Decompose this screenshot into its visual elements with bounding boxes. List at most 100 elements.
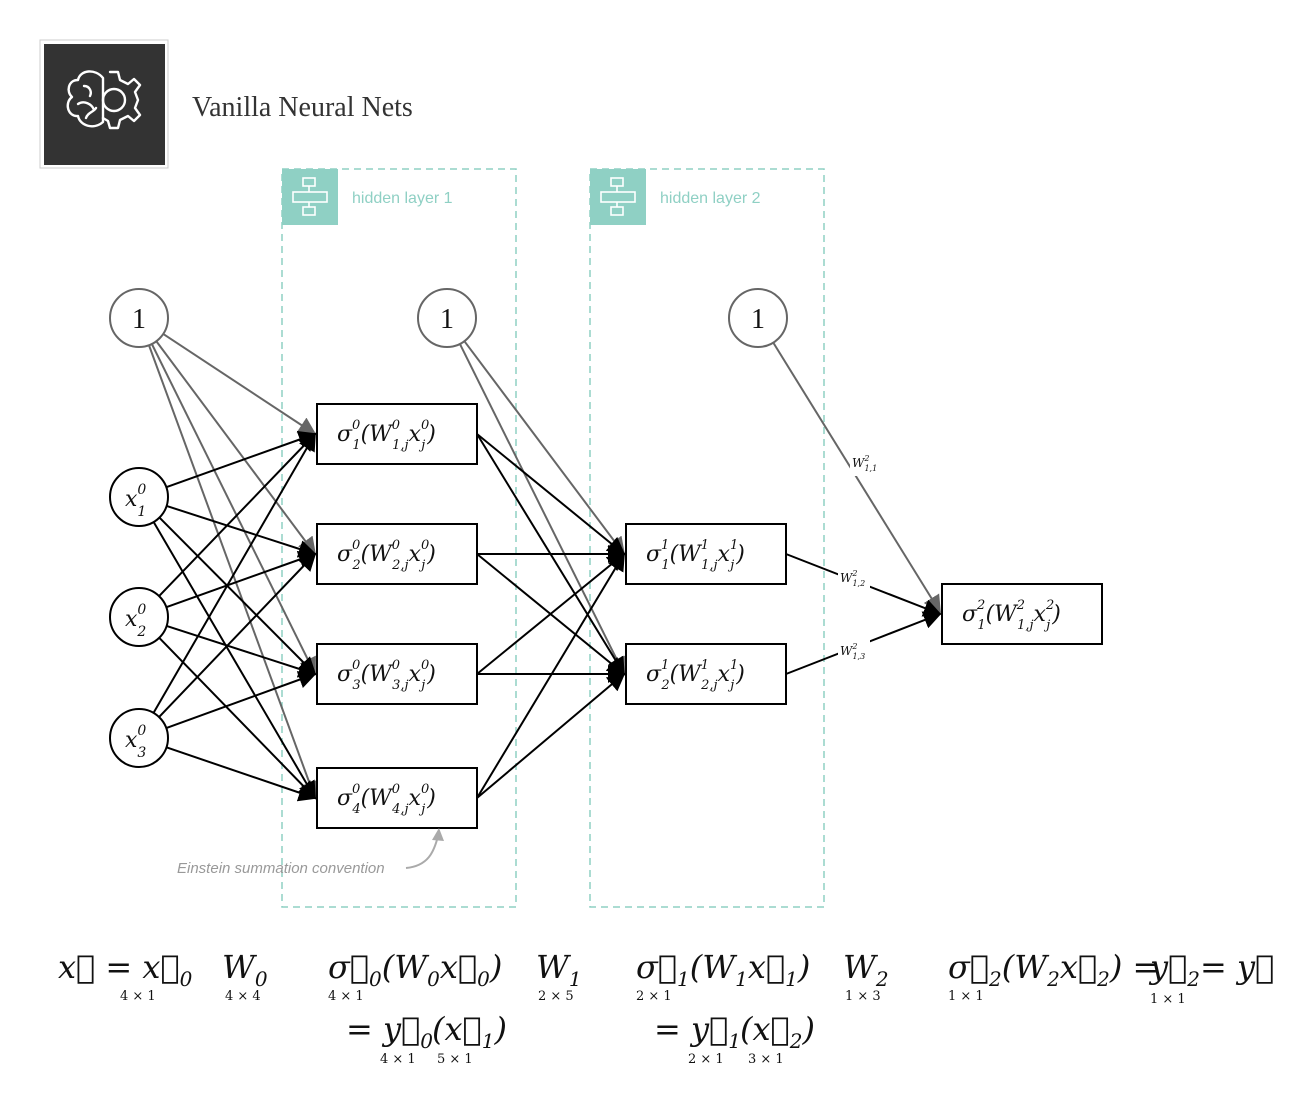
- node-w-sup: 2: [1016, 598, 1025, 613]
- svg-text:= y⃗1: = y⃗1: [654, 1010, 741, 1053]
- eq-s1-arg2-sub: 1: [785, 967, 798, 991]
- page-title: Vanilla Neural Nets: [192, 92, 413, 123]
- node-x: x: [409, 542, 422, 567]
- edge-label-base: W: [840, 571, 854, 585]
- node-sigma-sub: 4: [351, 802, 360, 817]
- logo: [39, 39, 169, 169]
- eq-s2-close: ) =: [1109, 948, 1159, 986]
- annotation-arrow: [405, 835, 439, 869]
- svg-text:(x⃗2): (x⃗2): [740, 1010, 815, 1053]
- node-x-sub: j: [727, 558, 734, 573]
- node-sigma-sup: 1: [661, 658, 669, 673]
- node-x: x: [718, 542, 731, 567]
- svg-text:y⃗2= y⃗: y⃗2= y⃗: [1148, 948, 1274, 991]
- svg-text:σ⃗2(W2x⃗2) =: σ⃗2(W2x⃗2) =: [948, 948, 1159, 991]
- edge-label-base: W: [840, 644, 854, 658]
- node-close: ): [735, 542, 745, 567]
- input-base: x: [125, 728, 138, 753]
- svg-text:= y⃗0: = y⃗0: [346, 1010, 433, 1053]
- weight-edge: [165, 430, 317, 489]
- bias-edge: [459, 343, 625, 676]
- node-w-sub: 2,j: [700, 678, 717, 693]
- weight-edge: [158, 637, 317, 800]
- node-open-W: (W: [361, 422, 395, 447]
- node-w-sub: 1,j: [701, 558, 717, 573]
- node-x-sup: 2: [1045, 598, 1054, 613]
- input-base: x: [125, 487, 138, 512]
- node-x-sup: 0: [421, 782, 429, 797]
- group-hidden-layer-2: hidden layer 2: [589, 168, 825, 908]
- eq-y1: = y⃗: [654, 1010, 728, 1048]
- input-sup: 0: [137, 723, 146, 739]
- node-sigma: σ: [337, 542, 353, 567]
- eq-x2: (x⃗: [740, 1010, 790, 1048]
- edge-label-sub: 1,3: [852, 652, 865, 661]
- eq-s2-arg2: x⃗: [1060, 948, 1097, 986]
- edge-label-sup: 2: [851, 569, 857, 578]
- edge-label-sup: 2: [851, 642, 857, 651]
- eq-W0-dim: 4 × 4: [225, 989, 261, 1004]
- eq-s2-arg2-sub: 2: [1096, 967, 1110, 991]
- node-x-sup: 0: [421, 658, 429, 673]
- edge-label-sub: 1,2: [852, 579, 865, 588]
- node-x-sub: j: [418, 558, 425, 573]
- eq-y2-sub: 2: [1186, 967, 1200, 991]
- node-sigma-sub: 2: [660, 678, 669, 693]
- eq-x1-close: ): [493, 1010, 506, 1048]
- edge-label-sup: 2: [863, 454, 869, 463]
- eq-s1-sub: 1: [677, 967, 690, 991]
- node-x: x: [718, 662, 731, 687]
- bias-label: 1: [132, 304, 146, 335]
- node-x-sub: j: [418, 438, 425, 453]
- node-w-sup: 0: [392, 658, 400, 673]
- node-open-W: (W: [361, 786, 395, 811]
- eq-x-def-sub: 0: [180, 967, 193, 991]
- node-w-sub: 4,j: [391, 802, 408, 817]
- node-x-sup: 0: [421, 538, 429, 553]
- eq-s0-arg: (W: [382, 948, 430, 986]
- eq-s0-arg2: x⃗: [440, 948, 477, 986]
- eq-y1-dim: 2 × 1: [688, 1052, 724, 1067]
- bias-node: 1: [417, 288, 477, 348]
- node-sigma-sub: 3: [352, 678, 360, 693]
- node-x: x: [1034, 602, 1047, 627]
- node-w-sub: 3,j: [392, 678, 408, 693]
- brain-gear-icon: [66, 70, 142, 130]
- eq-y2: y⃗: [1148, 948, 1187, 986]
- eq-s1-dim: 2 × 1: [636, 989, 672, 1004]
- step-functions-icon: [600, 177, 636, 216]
- eq-y0-dim: 4 × 1: [380, 1052, 416, 1067]
- edges: [148, 333, 942, 802]
- eq-W1-dim: 2 × 5: [538, 989, 574, 1004]
- edge-label-sub: 1,1: [864, 464, 877, 473]
- node-w-sup: 0: [392, 418, 400, 433]
- eq-y1-sub: 1: [728, 1029, 741, 1053]
- weight-edge: [476, 672, 626, 799]
- eq-x-def: x⃗ = x⃗: [58, 948, 180, 986]
- node-sigma-sup: 0: [352, 538, 360, 553]
- svg-text:x02: x02: [125, 602, 146, 640]
- weight-edge: [165, 550, 317, 609]
- eq-s2-dim: 1 × 1: [948, 989, 984, 1004]
- eq-y0: = y⃗: [346, 1010, 420, 1048]
- eq-W0-sub: 0: [255, 967, 268, 991]
- weight-edge: [476, 433, 626, 556]
- eq-s1-close: ): [797, 948, 810, 986]
- node-x-sup: 1: [730, 658, 738, 673]
- bias-label: 1: [440, 304, 454, 335]
- weight-edge: [152, 521, 316, 800]
- node-x: x: [409, 786, 422, 811]
- node-close: ): [426, 662, 436, 687]
- eq-s0-arg2-sub: 0: [477, 967, 490, 991]
- annotation-text: Einstein summation convention: [177, 860, 385, 877]
- eq-y0-sub: 0: [420, 1029, 433, 1053]
